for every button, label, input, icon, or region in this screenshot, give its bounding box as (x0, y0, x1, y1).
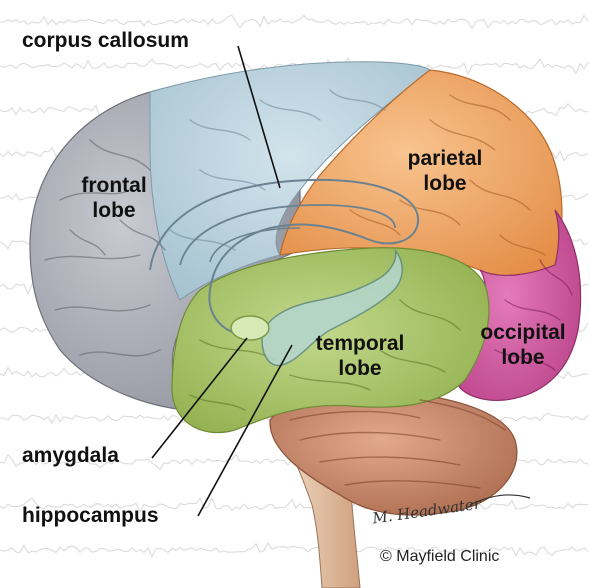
amygdala (231, 316, 269, 340)
eeg-trace (0, 543, 588, 557)
label-occipital-lobe: occipital lobe (468, 322, 578, 368)
label-amygdala: amygdala (22, 445, 119, 466)
label-temporal-line1: temporal (305, 333, 415, 354)
label-frontal-lobe: frontal lobe (68, 175, 160, 221)
label-occipital-line2: lobe (468, 347, 578, 368)
label-occipital-line1: occipital (468, 322, 578, 343)
label-frontal-line2: lobe (68, 200, 160, 221)
eeg-trace (0, 15, 588, 28)
label-hippocampus: hippocampus (22, 505, 159, 526)
copyright-credit: © Mayfield Clinic (380, 548, 499, 566)
label-temporal-line2: lobe (305, 358, 415, 379)
label-parietal-line1: parietal (395, 148, 495, 169)
label-temporal-lobe: temporal lobe (305, 333, 415, 379)
label-parietal-line2: lobe (395, 173, 495, 194)
label-parietal-lobe: parietal lobe (395, 148, 495, 194)
label-frontal-line1: frontal (68, 175, 160, 196)
label-corpus-callosum: corpus callosum (22, 30, 189, 51)
